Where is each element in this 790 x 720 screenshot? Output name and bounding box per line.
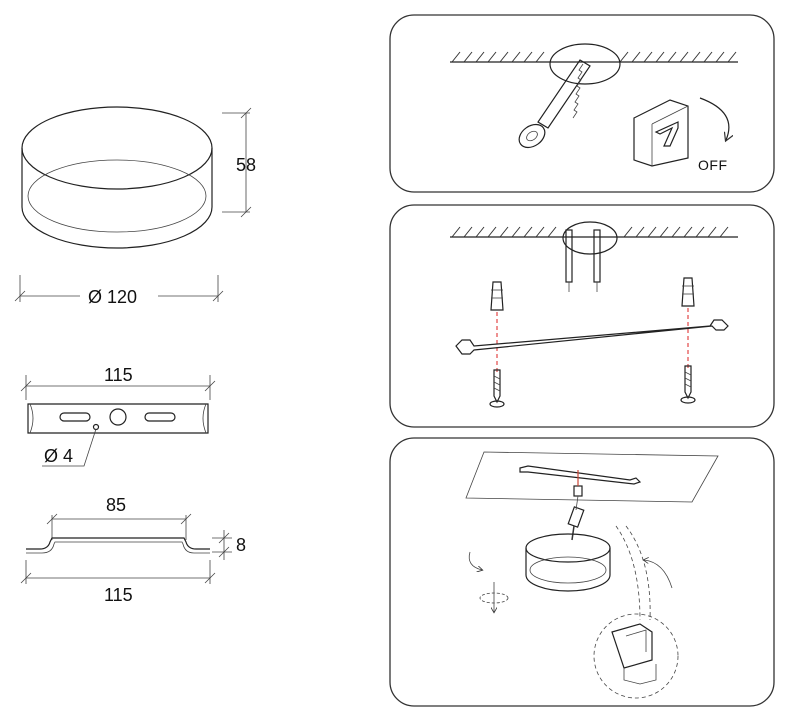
lamp-diffuser-edge (27, 159, 207, 197)
plate-slot-left (59, 412, 91, 422)
clip-detail-icon (611, 623, 657, 685)
ceiling-hole (549, 43, 621, 85)
height-dimension-label: 58 (236, 155, 256, 175)
bracket-length-label: 115 (104, 585, 133, 605)
mounting-plate (27, 403, 209, 434)
power-switch-icon (633, 99, 689, 167)
hole-diameter-label: Ø 4 (44, 446, 73, 466)
rotate-icon (479, 582, 509, 612)
plate-small-hole (92, 423, 100, 431)
plate-slot-right (144, 412, 176, 422)
bracket-profile (26, 537, 210, 550)
ceiling-hatch-1 (450, 51, 738, 63)
bracket-side-drawing: 85 8 115 (20, 495, 246, 605)
bracket-height-label: 8 (236, 535, 246, 555)
wall-plug-left-icon (490, 281, 504, 311)
lamp-bottom-edge (21, 206, 213, 249)
mounting-plate-drawing: 115 Ø 4 (20, 365, 216, 467)
mounted-bracket (519, 465, 642, 485)
plate-center-hole (109, 408, 127, 426)
switch-off-arrow (699, 97, 729, 140)
attach-arrow (644, 560, 673, 589)
zoom-guide (615, 525, 651, 621)
bracket-inner-label: 85 (106, 495, 126, 515)
screw-right-icon (680, 365, 696, 404)
rotate-arrow-left (468, 551, 482, 570)
ceiling-hole-2 (562, 221, 618, 255)
plate-length-label: 115 (104, 365, 133, 385)
step-1-panel: OFF (389, 14, 775, 193)
ceiling-plane (465, 451, 719, 503)
lamp-fixture (525, 533, 611, 592)
mounting-bracket (455, 319, 729, 355)
wires-icon (565, 229, 601, 292)
wall-plug-right-icon (681, 277, 695, 307)
lamp-dimension-drawing: 58 Ø 120 (14, 106, 256, 307)
detail-circle (593, 613, 679, 699)
step-2-panel (389, 204, 775, 428)
off-label: OFF (698, 157, 728, 173)
lamp-wire (571, 525, 575, 541)
ceiling-hatch-2 (450, 226, 738, 238)
connector-icon (567, 470, 585, 528)
screw-left-icon (489, 369, 505, 408)
wrench-icon (518, 59, 591, 149)
diameter-dimension-label: Ø 120 (88, 287, 137, 307)
lamp-top-ellipse (21, 106, 213, 190)
step-3-panel (389, 437, 775, 707)
